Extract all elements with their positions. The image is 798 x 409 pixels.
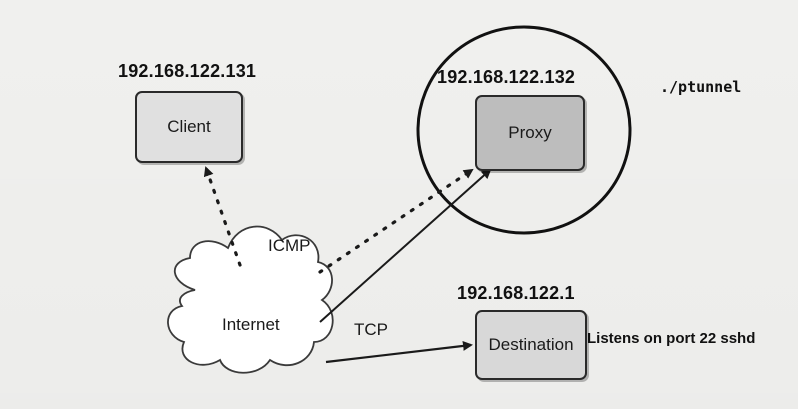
client-node: Client [135, 91, 243, 163]
internet-cloud [167, 225, 334, 374]
proxy-highlight-circle [416, 25, 632, 235]
tcp-edge-label: TCP [354, 320, 388, 339]
icmp-edge-label: ICMP [268, 236, 311, 255]
proxy-command: ./ptunnel [660, 78, 742, 96]
destination-ip-label: 192.168.122.1 [457, 283, 575, 303]
proxy-node: Proxy [475, 95, 585, 171]
tcp-link-destination [325, 340, 473, 364]
proxy-ip-label: 192.168.122.132 [437, 67, 576, 87]
tcp-link-proxy [319, 168, 492, 323]
internet-label: Internet [222, 315, 280, 334]
icmp-link-proxy [318, 168, 474, 274]
client-ip-label: 192.168.122.131 [118, 61, 257, 81]
destination-note: Listens on port 22 sshd [587, 330, 756, 347]
destination-node: Destination [475, 310, 587, 380]
